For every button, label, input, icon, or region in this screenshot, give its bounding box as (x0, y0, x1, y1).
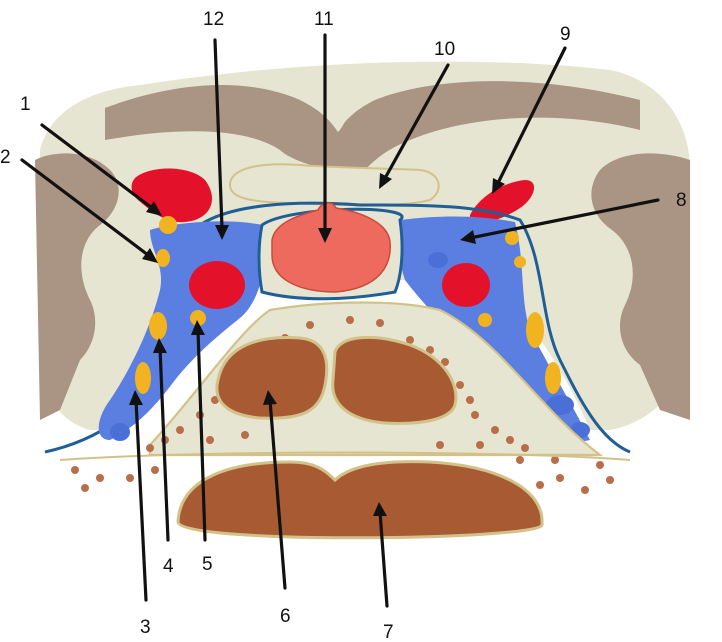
fat-right-4 (545, 362, 561, 394)
label-11: 11 (314, 9, 334, 30)
fat-right-3 (526, 312, 544, 348)
cartilage-cap (228, 163, 440, 207)
vertebra-upper-right (331, 335, 458, 425)
vertebra-upper-left (215, 336, 329, 420)
bone-upper-notch (300, 77, 358, 132)
label-12: 12 (203, 9, 224, 30)
label-4: 4 (163, 556, 174, 577)
red-mass-right (470, 180, 535, 225)
vein-blob-4 (428, 252, 448, 268)
central-sac (271, 202, 391, 293)
boundary-line (59, 451, 631, 461)
fat-right-1 (505, 231, 519, 245)
label-8: 8 (676, 190, 687, 211)
artery-right (442, 263, 490, 307)
fat-right-5 (478, 313, 492, 327)
callout-labels: 1 2 3 4 5 6 7 8 9 10 11 12 (0, 9, 687, 642)
label-7: 7 (383, 622, 394, 642)
fat-right-2 (514, 256, 526, 268)
artery-left (189, 261, 245, 309)
fat-left-4 (135, 362, 151, 394)
label-3: 3 (140, 617, 151, 638)
fat-left-3 (149, 312, 167, 340)
fat-left-2 (156, 249, 170, 267)
bone-left (35, 153, 119, 420)
label-9: 9 (560, 24, 571, 45)
vertebra-lower (176, 460, 544, 540)
label-1: 1 (20, 94, 31, 115)
label-10: 10 (434, 39, 455, 60)
fat-left-5 (190, 310, 206, 326)
vein-blob-1 (110, 423, 130, 441)
bone-right (591, 153, 690, 420)
label-5: 5 (202, 554, 213, 575)
label-2: 2 (0, 147, 11, 168)
callout-arrows (20, 33, 660, 608)
vein-blob-2 (546, 395, 574, 415)
bone-upper (105, 81, 640, 175)
fat-left-1 (159, 216, 177, 234)
label-6: 6 (280, 606, 291, 627)
